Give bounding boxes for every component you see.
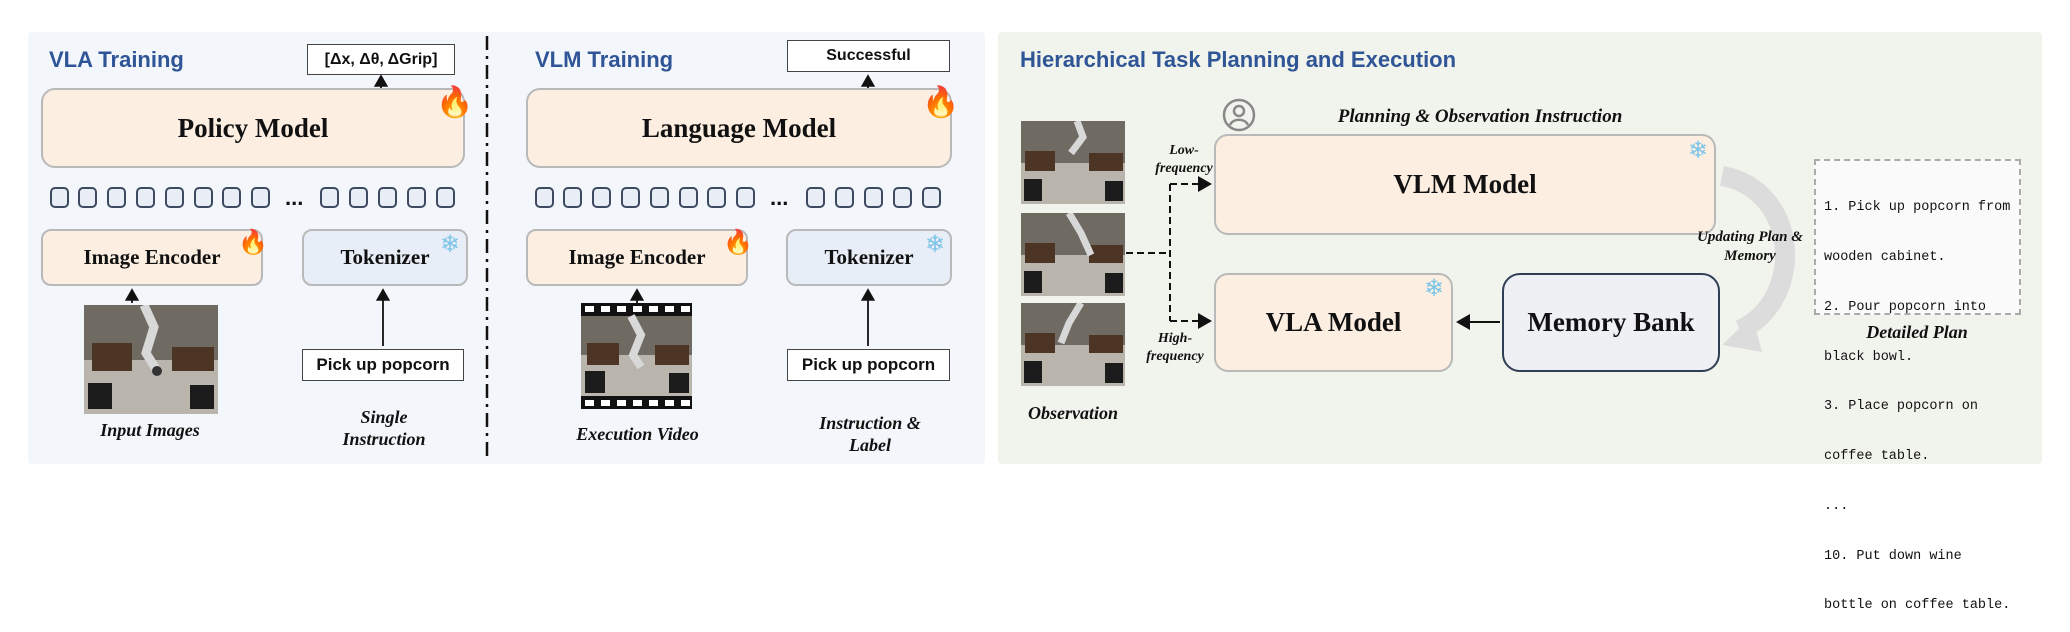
- snowflake-icon: ❄: [1424, 275, 1445, 302]
- vlm-tokenizer-box: Tokenizer: [786, 229, 952, 286]
- observation-image-2: [1021, 213, 1125, 296]
- observation-image-3: [1021, 303, 1125, 386]
- observation-image-1: [1021, 121, 1125, 204]
- instruction-label-caption: Instruction & Label: [819, 413, 921, 455]
- high-frequency-label: High-frequency: [1146, 331, 1204, 364]
- plan-line: 2. Pour popcorn into: [1824, 299, 1987, 315]
- policy-model-box: Policy Model: [41, 88, 465, 168]
- tokenizer-label: Tokenizer: [824, 245, 914, 269]
- plan-line: bottle on coffee table.: [1824, 598, 2011, 614]
- section-divider: [485, 36, 489, 460]
- vla-training-title: VLA Training: [49, 47, 184, 72]
- updating-plan-label: Updating Plan & Memory: [1697, 229, 1803, 264]
- token-ellipsis: ...: [770, 185, 789, 210]
- token: [650, 187, 669, 208]
- single-instruction-label: Single Instruction: [342, 407, 426, 449]
- token: [736, 187, 755, 208]
- token: [621, 187, 640, 208]
- token: [436, 187, 455, 208]
- connectors: [124, 74, 1795, 352]
- vla-instruction-box: Pick up popcorn: [302, 349, 464, 381]
- token: [78, 187, 97, 208]
- policy-model-label: Policy Model: [177, 112, 329, 143]
- vla-tokenizer-box: Tokenizer: [302, 229, 468, 286]
- language-model-label: Language Model: [641, 112, 837, 143]
- memory-bank-label: Memory Bank: [1527, 307, 1695, 337]
- vlm-image-encoder-box: Image Encoder: [526, 229, 748, 286]
- language-model-box: Language Model: [526, 88, 952, 168]
- fire-icon: 🔥: [436, 86, 474, 119]
- plan-line: 10. Put down wine: [1824, 548, 1962, 564]
- memory-bank-box: Memory Bank: [1502, 273, 1720, 372]
- token: [165, 187, 184, 208]
- token: [50, 187, 69, 208]
- image-encoder-label: Image Encoder: [83, 245, 221, 269]
- token: [893, 187, 912, 208]
- detailed-plan-box: 1. Pick up popcorn from wooden cabinet. …: [1814, 159, 2021, 613]
- vlm-model-box: VLM Model: [1214, 134, 1716, 235]
- user-icon: [1222, 98, 1256, 132]
- token: [194, 187, 213, 208]
- token: [922, 187, 941, 208]
- snowflake-icon: ❄: [440, 231, 461, 258]
- snowflake-icon: ❄: [1688, 137, 1709, 164]
- token: [592, 187, 611, 208]
- token-ellipsis: ...: [285, 185, 304, 210]
- vla-model-label: VLA Model: [1265, 307, 1402, 337]
- token: [864, 187, 883, 208]
- token: [563, 187, 582, 208]
- tokenizer-label: Tokenizer: [340, 245, 430, 269]
- token: [707, 187, 726, 208]
- vlm-instruction-box: Pick up popcorn: [787, 349, 950, 381]
- fire-icon: 🔥: [723, 229, 753, 256]
- token: [107, 187, 126, 208]
- execution-video-image: [581, 303, 692, 409]
- token: [378, 187, 397, 208]
- token: [407, 187, 426, 208]
- success-output-box: Successful: [787, 40, 950, 72]
- image-encoder-label: Image Encoder: [568, 245, 706, 269]
- snowflake-icon: ❄: [925, 231, 946, 258]
- vlm-training-title: VLM Training: [535, 47, 674, 72]
- token: [535, 187, 554, 208]
- detailed-plan-label: Detailed Plan: [1866, 322, 1968, 342]
- plan-line: ...: [1824, 498, 1849, 514]
- token: [679, 187, 698, 208]
- fire-icon: 🔥: [922, 86, 960, 119]
- planning-observation-label: Planning & Observation Instruction: [1337, 106, 1623, 127]
- fire-icon: 🔥: [238, 229, 268, 256]
- robot-scene-image: [84, 305, 218, 414]
- action-output-box: [Δx, Δθ, ΔGrip]: [307, 44, 455, 75]
- token: [222, 187, 241, 208]
- token: [349, 187, 368, 208]
- htpe-title: Hierarchical Task Planning and Execution: [1020, 47, 1457, 72]
- plan-line: 3. Place popcorn on: [1824, 399, 1978, 415]
- token: [806, 187, 825, 208]
- low-frequency-label: Low-frequency: [1155, 143, 1213, 176]
- execution-video-label: Execution Video: [576, 424, 699, 444]
- token: [320, 187, 339, 208]
- vla-model-box: VLA Model: [1214, 273, 1453, 372]
- observation-label: Observation: [1028, 403, 1118, 423]
- plan-line: 1. Pick up popcorn from: [1824, 200, 2011, 216]
- vlm-model-label: VLM Model: [1393, 169, 1537, 199]
- plan-line: coffee table.: [1824, 449, 1930, 465]
- token: [136, 187, 155, 208]
- token: [835, 187, 854, 208]
- plan-line: wooden cabinet.: [1824, 249, 1946, 265]
- input-images-label: Input Images: [100, 420, 200, 440]
- token: [251, 187, 270, 208]
- vla-image-encoder-box: Image Encoder: [41, 229, 263, 286]
- plan-line: black bowl.: [1824, 349, 1914, 365]
